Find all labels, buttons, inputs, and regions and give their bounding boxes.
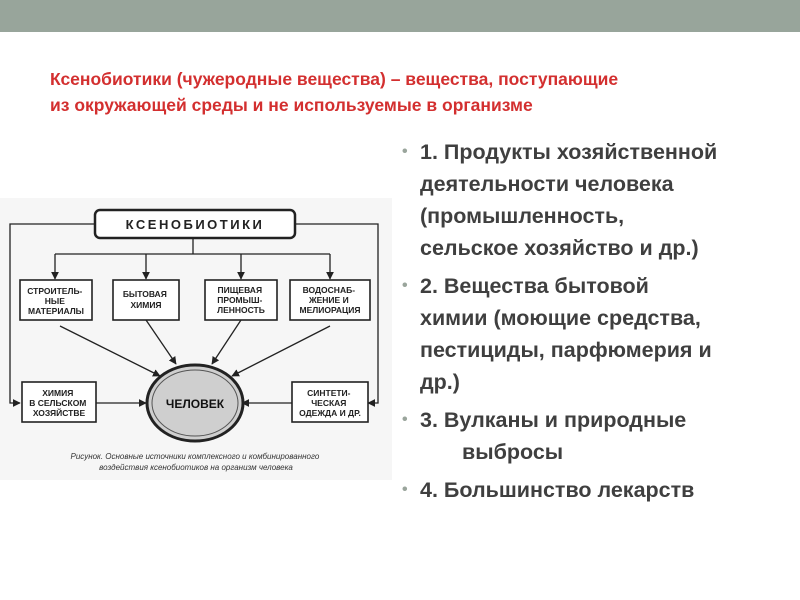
source-box-3 (204, 279, 278, 321)
bullet-1-line-3: (промышленность, (420, 204, 625, 228)
source-box-3-label: ПИЩЕВАЯ ПРОМЫШ- ЛЕННОСТЬ (217, 285, 265, 315)
bullet-3-continuation-text: выбросы (462, 440, 564, 464)
bullet-dot-icon: • (402, 481, 408, 498)
bottom-right-box-label: СИНТЕТИ- ЧЕСКАЯ ОДЕЖДА И ДР. (299, 388, 361, 418)
bullet-1-line-1: 1. Продукты хозяйственной (420, 140, 718, 164)
center-ellipse (145, 363, 245, 443)
bullet-dot-icon: • (402, 277, 408, 294)
source-box-4 (289, 279, 371, 321)
top-color-band (0, 0, 800, 32)
slide-title-line-2: из окружающей среды и не используемые в … (50, 95, 533, 115)
center-ellipse-inner (151, 369, 239, 437)
xenobiotics-diagram: КСЕНОБИОТИКИ СТРОИТЕЛЬ- НЫЕ МАТЕРИАЛЫ БЫ… (0, 198, 392, 480)
bullet-1-line-2: деятельности человека (420, 172, 674, 196)
bullet-item-3: • 3. Вулканы и природные (398, 404, 798, 436)
bullet-3-line-1: 3. Вулканы и природные (420, 408, 687, 432)
bottom-left-box (21, 381, 97, 423)
bullet-item-1: • 1. Продукты хозяйственной деятельности… (398, 136, 798, 264)
source-box-2-label: БЫТОВАЯ ХИМИЯ (123, 289, 169, 310)
bullet-item-2: • 2. Вещества бытовой химии (моющие сред… (398, 270, 798, 398)
bullet-dot-icon: • (402, 411, 408, 428)
source-box-1-label: СТРОИТЕЛЬ- НЫЕ МАТЕРИАЛЫ (27, 286, 85, 316)
top-box-label: КСЕНОБИОТИКИ (126, 217, 265, 232)
source-box-2 (112, 279, 180, 321)
bottom-left-box-label: ХИМИЯ В СЕЛЬСКОМ ХОЗЯЙСТВЕ (29, 388, 89, 418)
bottom-right-box (291, 381, 369, 423)
diagram-connectors (9, 223, 379, 407)
slide-title-line-1: Ксенобиотики (чужеродные вещества) – вещ… (50, 69, 619, 89)
center-label: ЧЕЛОВЕК (166, 397, 225, 411)
source-box-1 (19, 279, 93, 321)
bullet-4-line-1: 4. Большинство лекарств (420, 478, 695, 502)
bullet-list: • 1. Продукты хозяйственной деятельности… (398, 136, 798, 512)
bullet-2-line-2: химии (моющие средства, (420, 306, 701, 330)
bullet-item-4: • 4. Большинство лекарств (398, 474, 798, 506)
bullet-2-line-3: пестициды, парфюмерия и (420, 338, 712, 362)
bullet-3-continuation: выбросы (398, 436, 798, 468)
bullet-dot-icon: • (402, 143, 408, 160)
diagram-svg: КСЕНОБИОТИКИ СТРОИТЕЛЬ- НЫЕ МАТЕРИАЛЫ БЫ… (9, 208, 379, 472)
bullet-2-line-1: 2. Вещества бытовой (420, 274, 649, 298)
slide-title: Ксенобиотики (чужеродные вещества) – вещ… (50, 66, 770, 118)
source-box-4-label: ВОДОСНАБ- ЖЕНИЕ И МЕЛИОРАЦИЯ (300, 285, 361, 315)
bullet-1-line-4: сельское хозяйство и др.) (420, 236, 699, 260)
bullet-2-line-4: др.) (420, 370, 460, 394)
diagram-caption: Рисунок. Основные источники комплексного… (71, 452, 322, 472)
top-box (93, 208, 297, 240)
